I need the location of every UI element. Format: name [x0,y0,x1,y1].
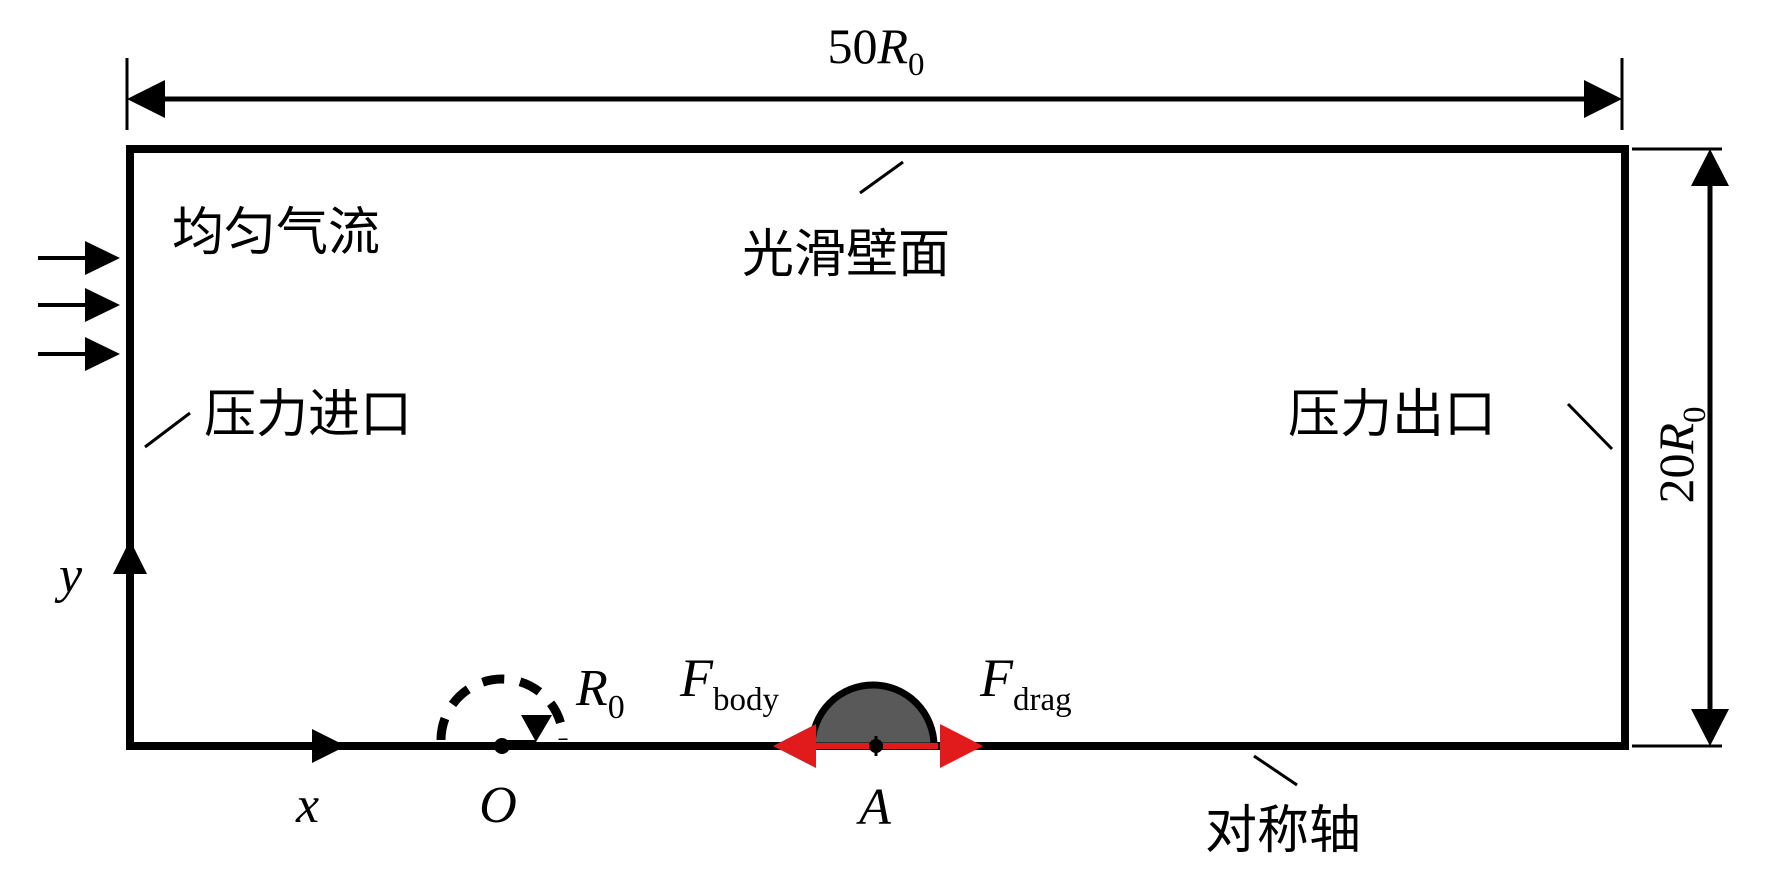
body-force-label: Fbody [679,648,780,718]
pressure-outlet-leader [1566,402,1614,451]
particle [808,681,938,750]
origin-point [494,738,510,754]
pressure-outlet-label: 压力出口 [1288,385,1496,445]
radius-label: R0 [575,660,625,726]
origin-label: O [479,777,517,834]
y-axis-label: y [54,547,83,604]
height-arrowhead-bottom [1691,709,1729,746]
y-axis-arrowhead [113,540,147,574]
drag-force-arrowhead [940,724,983,768]
x-axis-arrowhead [312,729,346,763]
pressure-inlet-leader [144,411,191,449]
x-axis-label: x [295,777,319,834]
drag-force-label: Fdrag [979,648,1072,718]
smooth-wall-leader [859,160,904,195]
initial-particle-outline [436,674,568,744]
width-dimension: 50R0 [125,18,1624,130]
pressure-inlet-label: 压力进口 [204,385,412,445]
symmetry-axis-label: 对称轴 [1205,801,1361,861]
smooth-wall-label: 光滑壁面 [742,225,950,285]
uniform-flow-label: 均匀气流 [172,203,380,263]
width-arrowhead-right [1584,80,1622,118]
width-label: 50R0 [827,18,924,83]
width-arrowhead-left [127,80,165,118]
symmetry-axis-leader [1253,754,1298,787]
body-force-arrowhead [773,724,816,768]
inflow-arrows [38,241,120,371]
point-a-label: A [856,779,891,836]
height-arrowhead-top [1691,149,1729,186]
height-dimension: 20R0 [1632,147,1729,748]
height-label: 20R0 [1648,406,1713,503]
